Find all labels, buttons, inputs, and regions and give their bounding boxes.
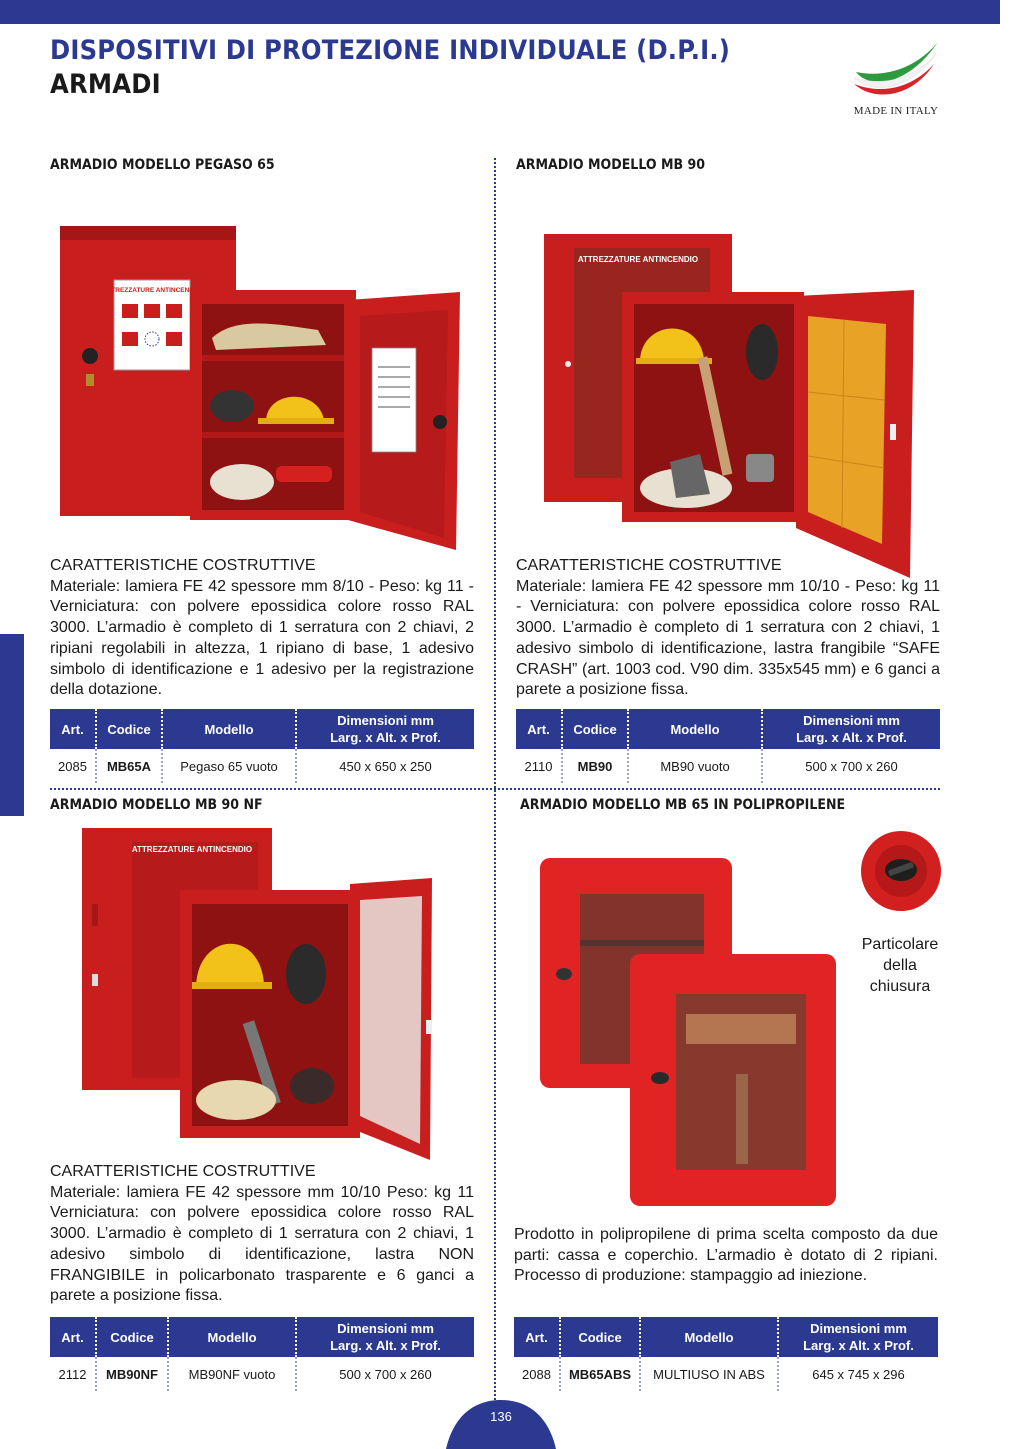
section-title-mb-90: ARMADIO MODELLO MB 90 — [516, 157, 706, 173]
cell-code: MB90 — [561, 749, 628, 783]
cell-dims: 450 x 650 x 250 — [295, 749, 474, 783]
cell-model: MB90 vuoto — [627, 749, 762, 783]
cabinet-label: ATTREZZATURE ANTINCENDIO — [578, 255, 698, 264]
section-description-mb-65-polipropilene: Prodotto in polipropilene di prima scelt… — [514, 1225, 938, 1287]
cell-dims: 500 x 700 x 260 — [761, 749, 940, 783]
cell-art: 2110 — [524, 758, 553, 774]
vertical-divider — [494, 158, 496, 1408]
cell-art: 2112 — [58, 1366, 87, 1382]
cell-model: MB90NF vuoto — [167, 1357, 296, 1391]
cell-model: MULTIUSO IN ABS — [639, 1357, 778, 1391]
section-text: Materiale: lamiera FE 42 spessore mm 10/… — [516, 577, 940, 699]
cell-dims: 500 x 700 x 260 — [295, 1357, 474, 1391]
section-text: Materiale: lamiera FE 42 spessore mm 8/1… — [50, 577, 474, 699]
title-line-2: ARMADI — [50, 69, 161, 100]
section-title-mb-65-polipropilene: ARMADIO MODELLO MB 65 IN POLIPROPILENE — [520, 797, 846, 813]
cell-art: 2088 — [522, 1366, 551, 1382]
col-modello: Modello — [639, 1317, 778, 1357]
section-description-pegaso-65: CARATTERISTICHE COSTRUTTIVE Materiale: l… — [50, 556, 474, 701]
cabinet-photo-mb-90: ATTREZZATURE ANTINCENDIO — [540, 232, 920, 582]
col-codice: Codice — [561, 709, 628, 749]
section-heading: CARATTERISTICHE COSTRUTTIVE — [516, 557, 782, 574]
cell-model: Pegaso 65 vuoto — [161, 749, 296, 783]
title-line-1: DISPOSITIVI DI PROTEZIONE INDIVIDUALE (D… — [50, 35, 731, 66]
section-text: Materiale: lamiera FE 42 spessore mm 10/… — [50, 1183, 474, 1305]
top-bar — [0, 0, 1000, 24]
section-title-pegaso-65: ARMADIO MODELLO PEGASO 65 — [50, 157, 275, 173]
italy-flag-swoosh-icon — [853, 42, 938, 95]
closure-detail-caption: Particolare della chiusura — [861, 936, 939, 995]
cabinet-photo-mb-65-polipropilene — [536, 854, 846, 1210]
section-text: Prodotto in polipropilene di prima scelt… — [514, 1226, 938, 1285]
col-modello: Modello — [627, 709, 762, 749]
col-art: Art. — [516, 709, 562, 749]
table-row: 2088 MB65ABS MULTIUSO IN ABS 645 x 745 x… — [514, 1357, 938, 1391]
closure-detail-image — [860, 830, 942, 912]
section-heading: CARATTERISTICHE COSTRUTTIVE — [50, 557, 316, 574]
table-row: 2112 MB90NF MB90NF vuoto 500 x 700 x 260 — [50, 1357, 474, 1391]
cell-code: MB65ABS — [559, 1357, 640, 1391]
col-codice: Codice — [95, 1317, 168, 1357]
sticker-label: ATTREZZATURE ANTINCENDIO — [103, 287, 201, 294]
cell-code: MB65A — [95, 749, 162, 783]
page-number: 136 — [490, 1409, 512, 1424]
section-heading: CARATTERISTICHE COSTRUTTIVE — [50, 1163, 316, 1180]
made-in-italy-text: MADE IN ITALY — [853, 105, 939, 117]
cell-art: 2085 — [58, 758, 87, 774]
side-tab — [0, 634, 24, 816]
horizontal-divider — [50, 788, 940, 790]
col-modello: Modello — [161, 709, 296, 749]
table-row: 2085 MB65A Pegaso 65 vuoto 450 x 650 x 2… — [50, 749, 474, 783]
made-in-italy-logo: MADE IN ITALY — [850, 38, 942, 122]
col-art: Art. — [50, 1317, 96, 1357]
page-title: DISPOSITIVI DI PROTEZIONE INDIVIDUALE (D… — [50, 34, 806, 102]
cabinet-label: ATTREZZATURE ANTINCENDIO — [132, 845, 252, 854]
section-description-mb-90-nf: CARATTERISTICHE COSTRUTTIVE Materiale: l… — [50, 1162, 474, 1307]
col-modello: Modello — [167, 1317, 296, 1357]
cell-dims: 645 x 745 x 296 — [777, 1357, 938, 1391]
col-codice: Codice — [95, 709, 162, 749]
table-row: 2110 MB90 MB90 vuoto 500 x 700 x 260 — [516, 749, 940, 783]
col-art: Art. — [50, 709, 96, 749]
cell-code: MB90NF — [95, 1357, 168, 1391]
col-art: Art. — [514, 1317, 560, 1357]
section-title-mb-90-nf: ARMADIO MODELLO MB 90 NF — [50, 797, 263, 813]
col-codice: Codice — [559, 1317, 640, 1357]
cabinet-photo-mb-90-nf: ATTREZZATURE ANTINCENDIO — [80, 824, 440, 1164]
section-description-mb-90: CARATTERISTICHE COSTRUTTIVE Materiale: l… — [516, 556, 940, 701]
cabinet-photo-pegaso-65: ATTREZZATURE ANTINCENDIO — [56, 220, 466, 556]
page-number-tab — [446, 1400, 556, 1449]
